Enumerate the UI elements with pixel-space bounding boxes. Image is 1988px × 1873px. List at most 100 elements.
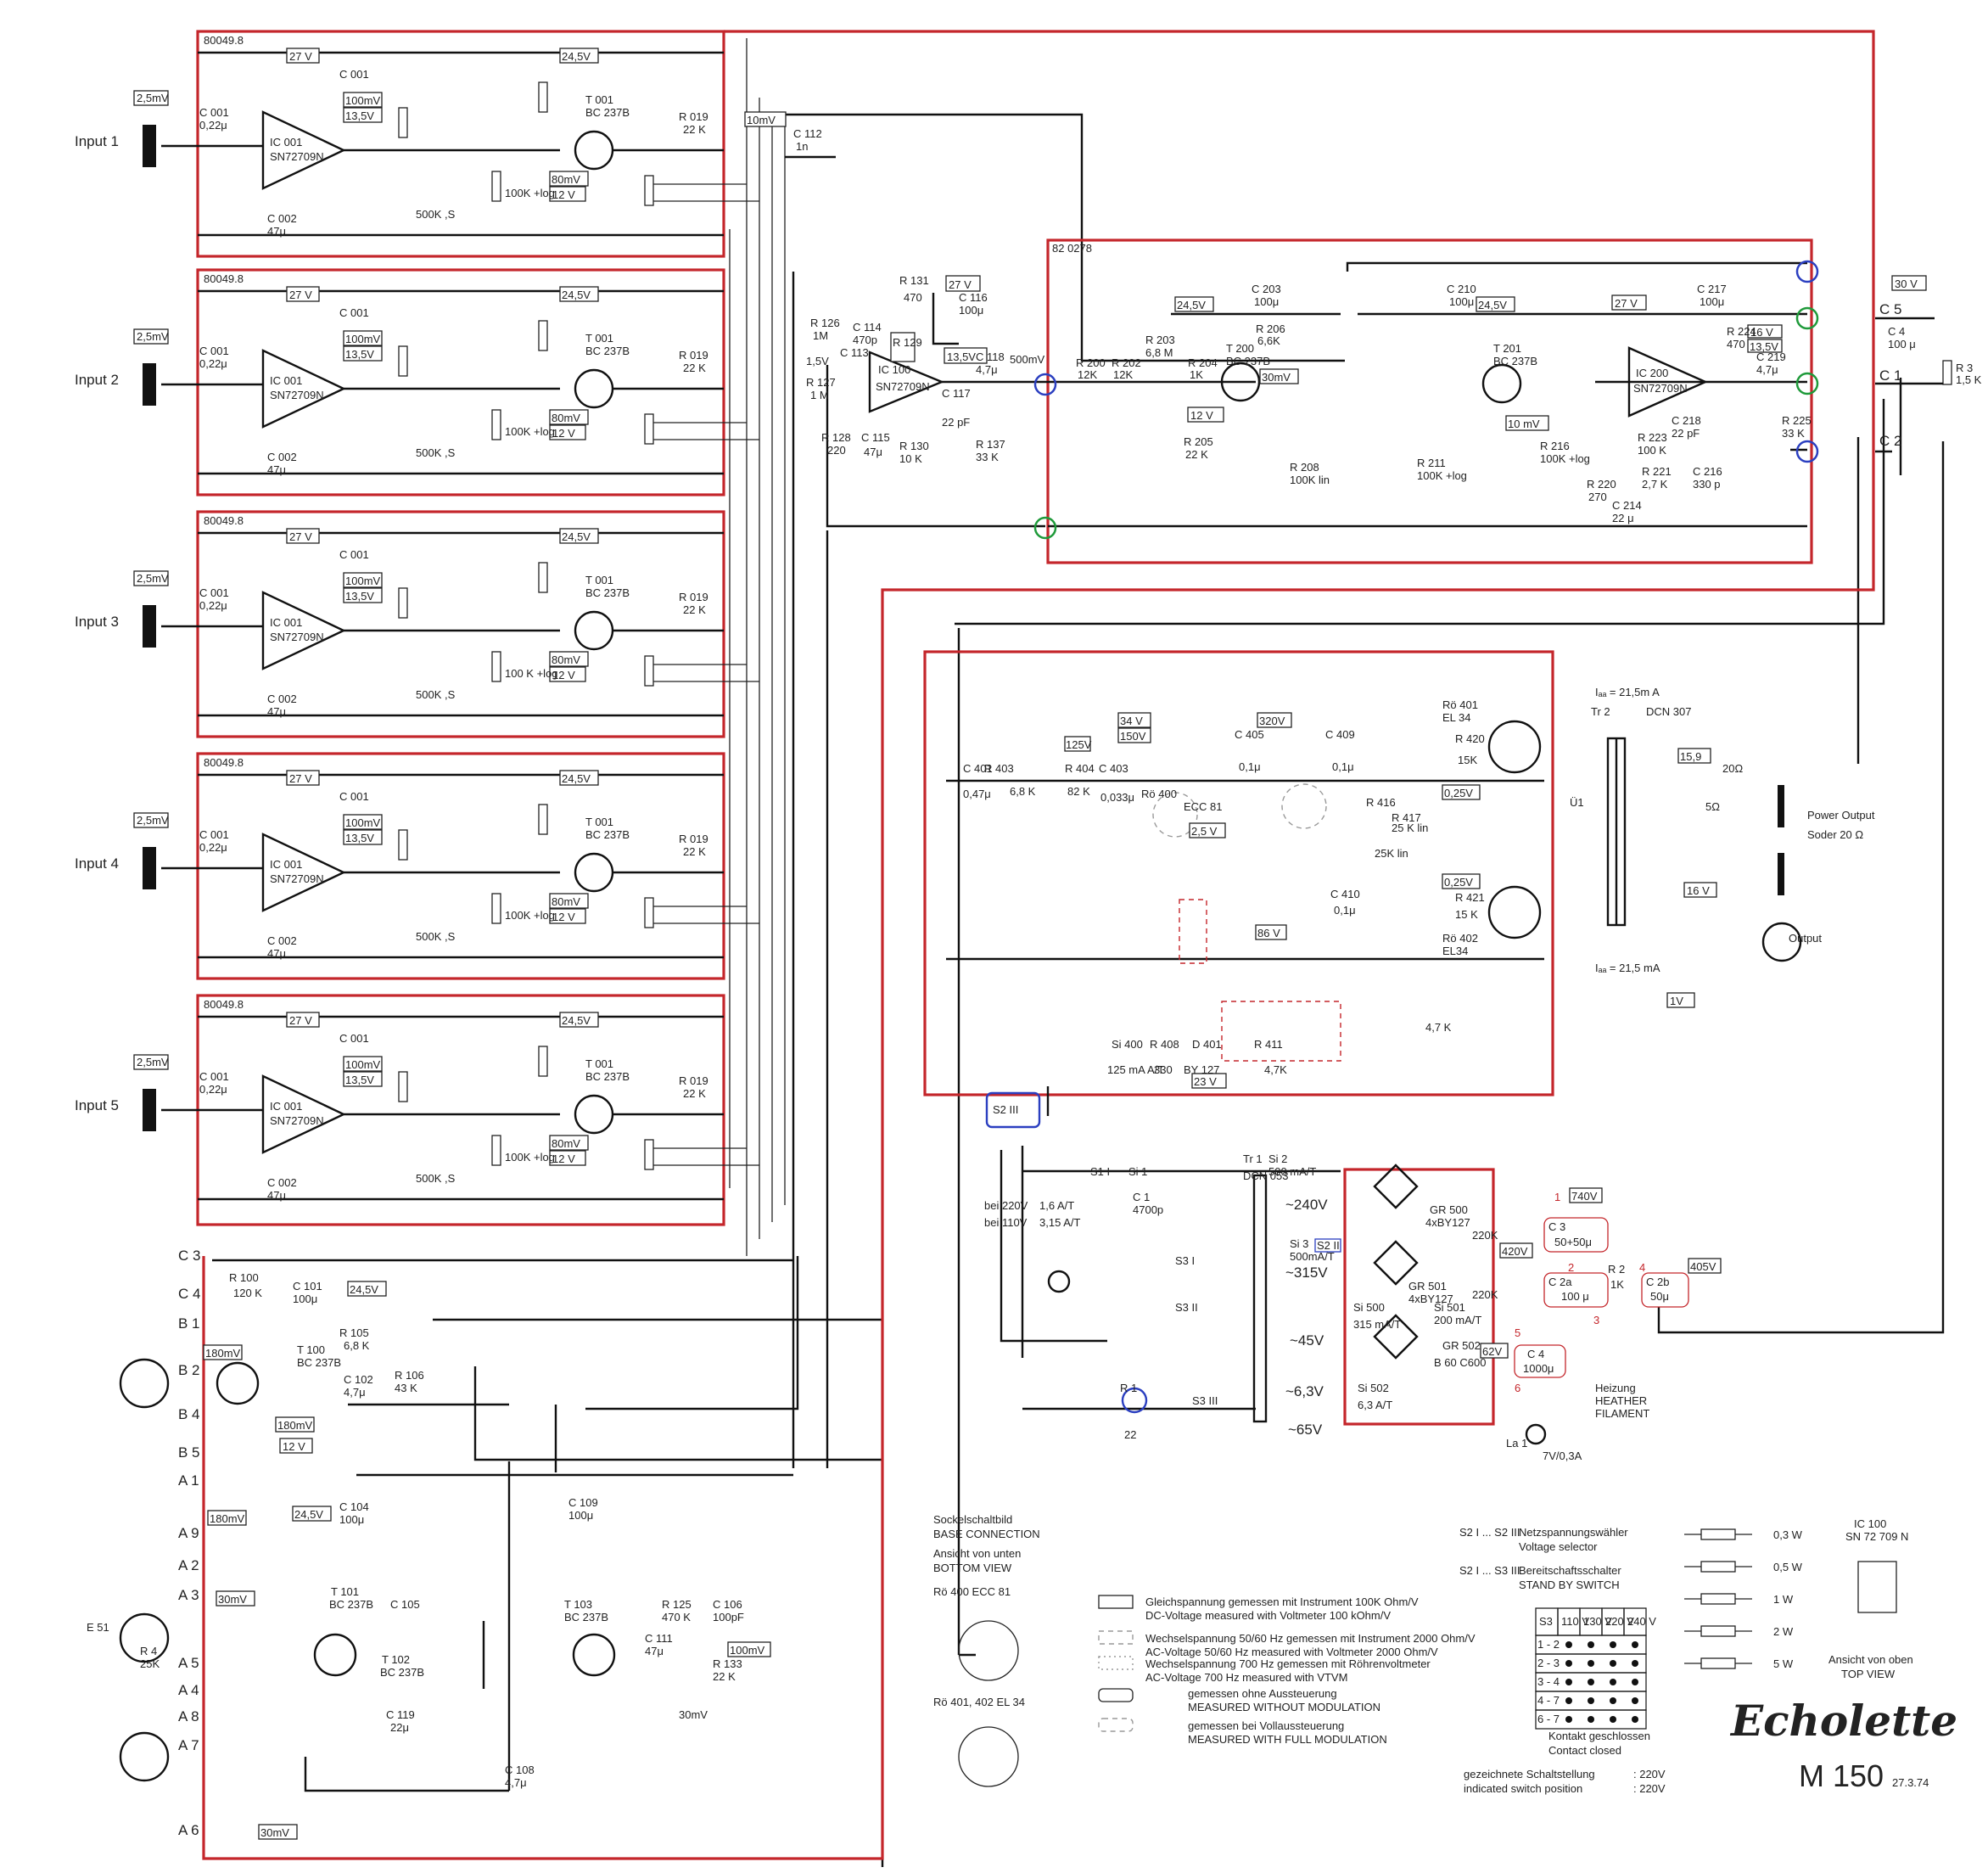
component-label: 6,3 A/T: [1358, 1399, 1392, 1411]
component-label: IC 001: [270, 374, 302, 387]
component-label: 13,5V: [345, 1074, 374, 1086]
jack-icon[interactable]: [143, 847, 156, 889]
component-label: DC-Voltage measured with Voltmeter 100 k…: [1145, 1609, 1391, 1622]
jack-icon[interactable]: [143, 363, 156, 406]
schematic-rect: [890, 332, 916, 362]
schematic-rect: [559, 528, 599, 544]
component-label: 1: [1554, 1191, 1560, 1203]
schematic-circle: [313, 1633, 357, 1677]
component-label: 24,5V: [562, 50, 591, 63]
component-label: 27 V: [289, 530, 312, 543]
component-label: ~65V: [1288, 1422, 1323, 1438]
contact-dot: [1588, 1697, 1594, 1704]
component-label: R 205: [1184, 435, 1213, 448]
schematic-rect: [538, 562, 548, 593]
component-label: Kontakt geschlossen: [1548, 1730, 1650, 1742]
table-header: 110 V: [1561, 1615, 1589, 1628]
schematic-rect: [1857, 1561, 1897, 1613]
component-label: 500K ,S: [416, 1172, 456, 1185]
component-label: 12 V: [552, 669, 575, 681]
component-label: C 117: [942, 387, 971, 400]
schematic-rect: [1046, 238, 1813, 564]
component-label: 24,5V: [350, 1283, 378, 1296]
component-label: 80mV: [552, 653, 580, 666]
schematic-rect: [275, 1416, 315, 1433]
schematic-circle: [1487, 720, 1542, 774]
jack-icon[interactable]: [143, 1089, 156, 1131]
component-label: Rö 401, 402 EL 34: [933, 1696, 1025, 1708]
component-label: R 223: [1638, 431, 1667, 444]
component-label: 12 V: [552, 911, 575, 923]
component-label: 80049.8: [204, 514, 244, 527]
component-label: 12 V: [1190, 409, 1213, 422]
component-label: R 417: [1392, 811, 1421, 824]
schematic-rect: [549, 908, 586, 924]
schematic-rect: [133, 570, 169, 586]
component-label: 25K lin: [1375, 847, 1408, 860]
component-label: C 105: [390, 1598, 420, 1611]
contact-dot: [1588, 1641, 1594, 1648]
component-label: BC 237B: [1493, 355, 1537, 367]
contact-dot: [1610, 1716, 1616, 1723]
component-label: 27.3.74: [1892, 1776, 1929, 1789]
contact-dot: [1588, 1716, 1594, 1723]
component-label: T 102: [382, 1653, 410, 1666]
component-label: E 51: [87, 1621, 109, 1634]
schematic-rect: [1499, 1242, 1533, 1259]
component-label: T 001: [585, 93, 613, 106]
schematic-rect: [644, 413, 654, 445]
component-label: 1K: [1610, 1278, 1624, 1291]
schematic-circle: [1033, 373, 1057, 396]
component-label: 270: [1588, 491, 1607, 503]
schematic-path: [1373, 1164, 1419, 1209]
component-label: C 118: [976, 350, 1005, 363]
component-label: S2 III: [993, 1103, 1018, 1116]
component-label: R 416: [1366, 796, 1396, 809]
component-label: 2,5mV: [137, 1056, 169, 1068]
component-label: S3 III: [1192, 1394, 1218, 1407]
component-label: A 9: [178, 1525, 199, 1541]
component-label: R 137: [976, 438, 1005, 451]
schematic-rect: [1688, 1258, 1722, 1274]
schematic-circle: [572, 1633, 616, 1677]
schematic-rect: [398, 107, 408, 138]
component-label: 80049.8: [204, 34, 244, 47]
component-label: 10 K: [899, 452, 922, 465]
component-label: T 200: [1226, 342, 1254, 355]
schematic-rect: [945, 275, 981, 292]
component-label: 62V: [1482, 1345, 1502, 1358]
component-label: Rö 400 ECC 81: [933, 1585, 1011, 1598]
component-label: IC 100: [1854, 1517, 1886, 1530]
schematic-circle: [1487, 885, 1542, 939]
schematic-rect: [1257, 712, 1292, 728]
component-label: ~6,3V: [1285, 1383, 1324, 1399]
transistor-icon: [574, 130, 614, 171]
jack-icon[interactable]: [143, 125, 156, 167]
component-label: 4,7 K: [1425, 1021, 1452, 1034]
component-label: 0,22μ: [199, 599, 227, 612]
component-label: AC-Voltage 700 Hz measured with VTVM: [1145, 1671, 1347, 1684]
component-label: 0,25V: [1444, 787, 1473, 799]
component-label: 1n: [796, 140, 808, 153]
component-label: 4,7μ: [505, 1776, 527, 1789]
component-label: C 001: [199, 828, 229, 841]
jack-icon[interactable]: [143, 605, 156, 648]
schematic-rect: [1480, 1343, 1509, 1359]
schematic-rect: [343, 1056, 383, 1072]
schematic-rect: [559, 48, 599, 64]
schematic-rect: [1098, 1688, 1134, 1702]
wattage-label: 5 W: [1773, 1657, 1794, 1670]
component-label: 12K: [1113, 368, 1133, 381]
component-label: ECC 81: [1184, 800, 1223, 813]
component-label: gemessen bei Vollaussteuerung: [1188, 1719, 1344, 1732]
component-label: T 001: [585, 574, 613, 586]
schematic-rect: [549, 171, 589, 187]
resistor-icon: [1700, 1657, 1736, 1669]
resistor-icon: [1700, 1625, 1736, 1637]
component-label: Ü1: [1570, 796, 1584, 809]
component-label: C 4: [1888, 325, 1905, 338]
component-label: 80049.8: [204, 272, 244, 285]
component-label: S3 II: [1175, 1301, 1198, 1314]
schematic-circle: [1761, 922, 1802, 962]
